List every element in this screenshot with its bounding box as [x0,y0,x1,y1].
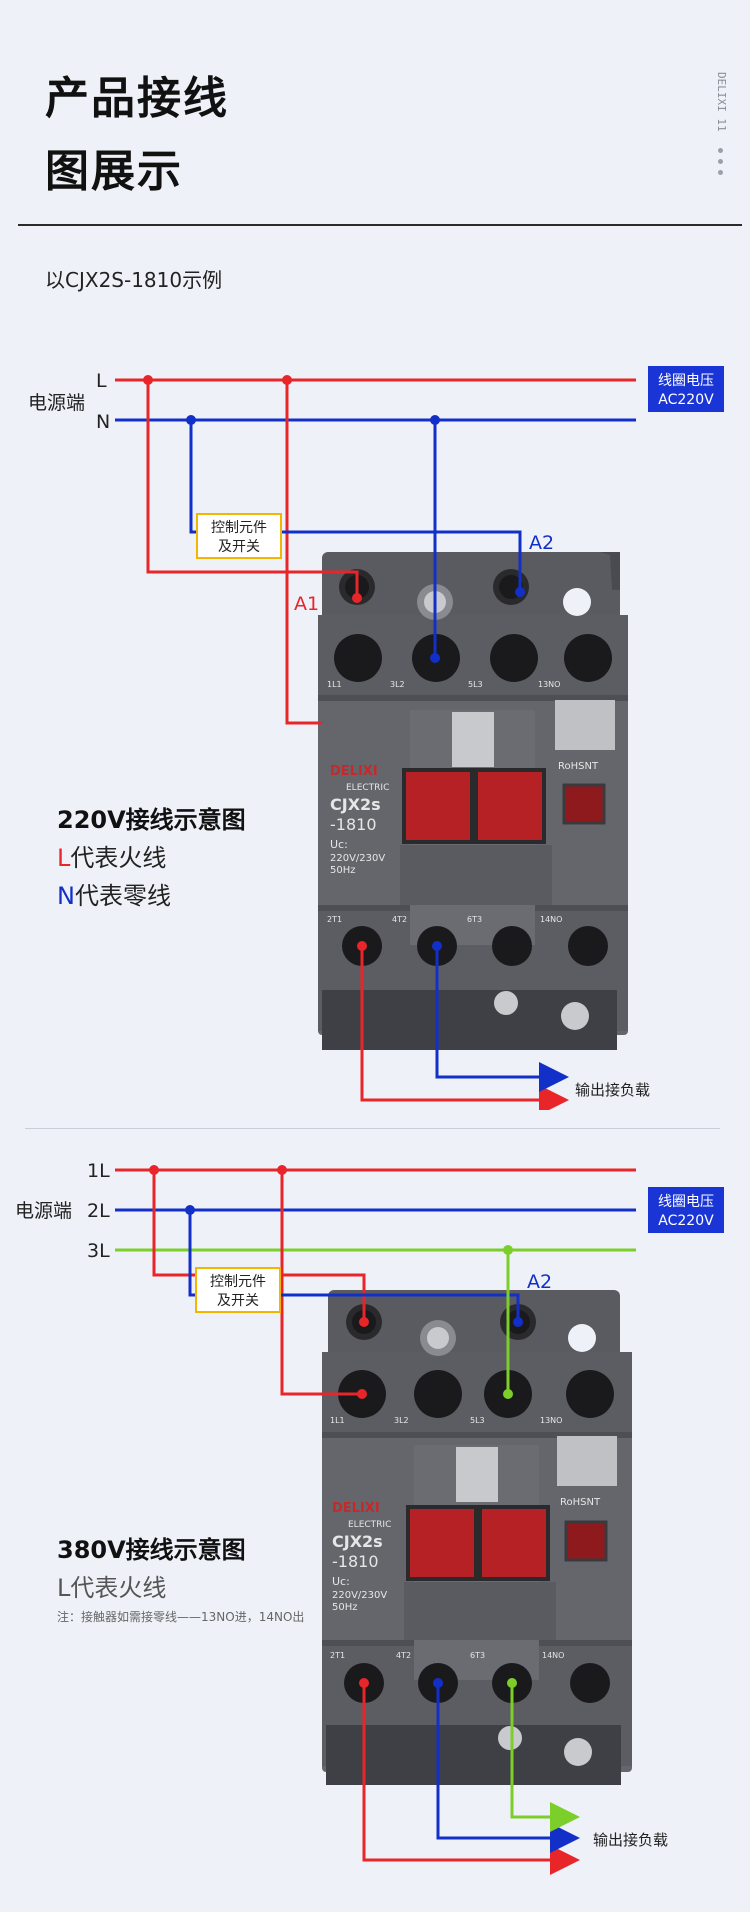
control-element-label: 控制元件 [210,1274,266,1290]
terminal-label: 4T2 [392,915,407,924]
coil-voltage-label: 线圈电压 [658,373,714,389]
line-l-label: L [96,370,107,392]
header-divider [18,224,742,226]
control-element-box [196,513,282,559]
terminal-label: 6T3 [470,1651,485,1660]
a2-label: A2 [529,532,554,554]
coil-voltage-badge [648,366,724,412]
section-divider [25,1128,720,1129]
device-brand: DELIXI [332,1501,380,1516]
line-2l-label: 2L [87,1200,110,1222]
device-rohs: RoHSNT [558,761,599,772]
neutral-wiring-note: 注：接触器如需接零线——13NO进，14NO出 [57,1610,305,1624]
device-rating: 220V/230V [330,853,385,864]
legend-live-380: L代表火线 [57,1574,167,1602]
terminal-label: 5L3 [470,1416,485,1425]
legend-live: L代表火线 [57,838,166,873]
device-freq: 50Hz [332,1602,358,1613]
device-uc: Uc: [330,838,348,851]
page-title-line1: 产品接线 [45,73,229,124]
control-element-label2: 及开关 [217,1293,259,1309]
device-brand: DELIXI [330,764,378,779]
output-load-label: 输出接负载 [575,1081,650,1099]
device-model-suffix: -1810 [330,815,377,834]
device-model-suffix: -1810 [332,1552,379,1571]
terminal-label: 1L1 [327,680,342,689]
control-element-label: 控制元件 [211,520,267,536]
coil-voltage-value: AC220V [658,392,714,408]
line-n-label: N [96,411,110,433]
contactor-device [318,552,628,1050]
terminal-label: 14NO [540,915,562,924]
legend-live-letter: L [57,844,71,872]
device-brand-sub: ELECTRIC [346,783,389,793]
diagram-220v: DELIXI ELECTRIC CJX2s -1810 Uc: 220V/230… [28,366,724,1110]
page-title-line2: 图展示 [45,146,183,197]
wires-220v [115,378,636,1110]
terminal-label: 2T1 [330,1651,345,1660]
terminal-label: 3L2 [394,1416,409,1425]
device-model: CJX2s [330,795,381,814]
a1-label: A1 [294,593,319,615]
device-model: CJX2s [332,1532,383,1551]
terminal-label: 3L2 [390,680,405,689]
output-load-label: 输出接负载 [593,1831,668,1849]
line-1l-label: 1L [87,1160,110,1182]
coil-voltage-value: AC220V [658,1213,714,1229]
a2-label: A2 [527,1271,552,1293]
terminal-label: 1L1 [330,1416,345,1425]
legend-neutral-text: 代表零线 [74,882,171,910]
terminal-label: 13NO [540,1416,562,1425]
terminal-label: 2T1 [327,915,342,924]
decorative-dots [718,148,723,181]
device-rating: 220V/230V [332,1590,387,1601]
device-rohs: RoHSNT [560,1497,601,1508]
legend-neutral: N代表零线 [57,876,171,911]
diagram-220v-title: 220V接线示意图 [57,806,246,834]
control-element-box [195,1267,281,1313]
terminal-label: 4T2 [396,1651,411,1660]
diagram-380v: DELIXI ELECTRIC CJX2s -1810 Uc: 220V/230… [15,1160,724,1875]
contactor-device [322,1290,632,1785]
control-element-label2: 及开关 [218,539,260,555]
terminal-label: 5L3 [468,680,483,689]
device-uc: Uc: [332,1575,350,1588]
legend-live-text: 代表火线 [70,844,167,872]
coil-voltage-badge [648,1187,724,1233]
terminal-label: 13NO [538,680,560,689]
coil-voltage-label: 线圈电压 [658,1194,714,1210]
terminal-label: 14NO [542,1651,564,1660]
brand-vertical-text: DELIXI 11 [715,72,728,132]
terminal-label: 6T3 [467,915,482,924]
diagram-380v-title: 380V接线示意图 [57,1536,246,1564]
power-source-label: 电源端 [15,1200,72,1222]
legend-neutral-letter: N [57,882,75,910]
example-subtitle: 以CJX2S-1810示例 [45,268,223,292]
line-3l-label: 3L [87,1240,110,1262]
power-source-label: 电源端 [28,392,85,414]
device-brand-sub: ELECTRIC [348,1520,391,1530]
device-freq: 50Hz [330,865,356,876]
